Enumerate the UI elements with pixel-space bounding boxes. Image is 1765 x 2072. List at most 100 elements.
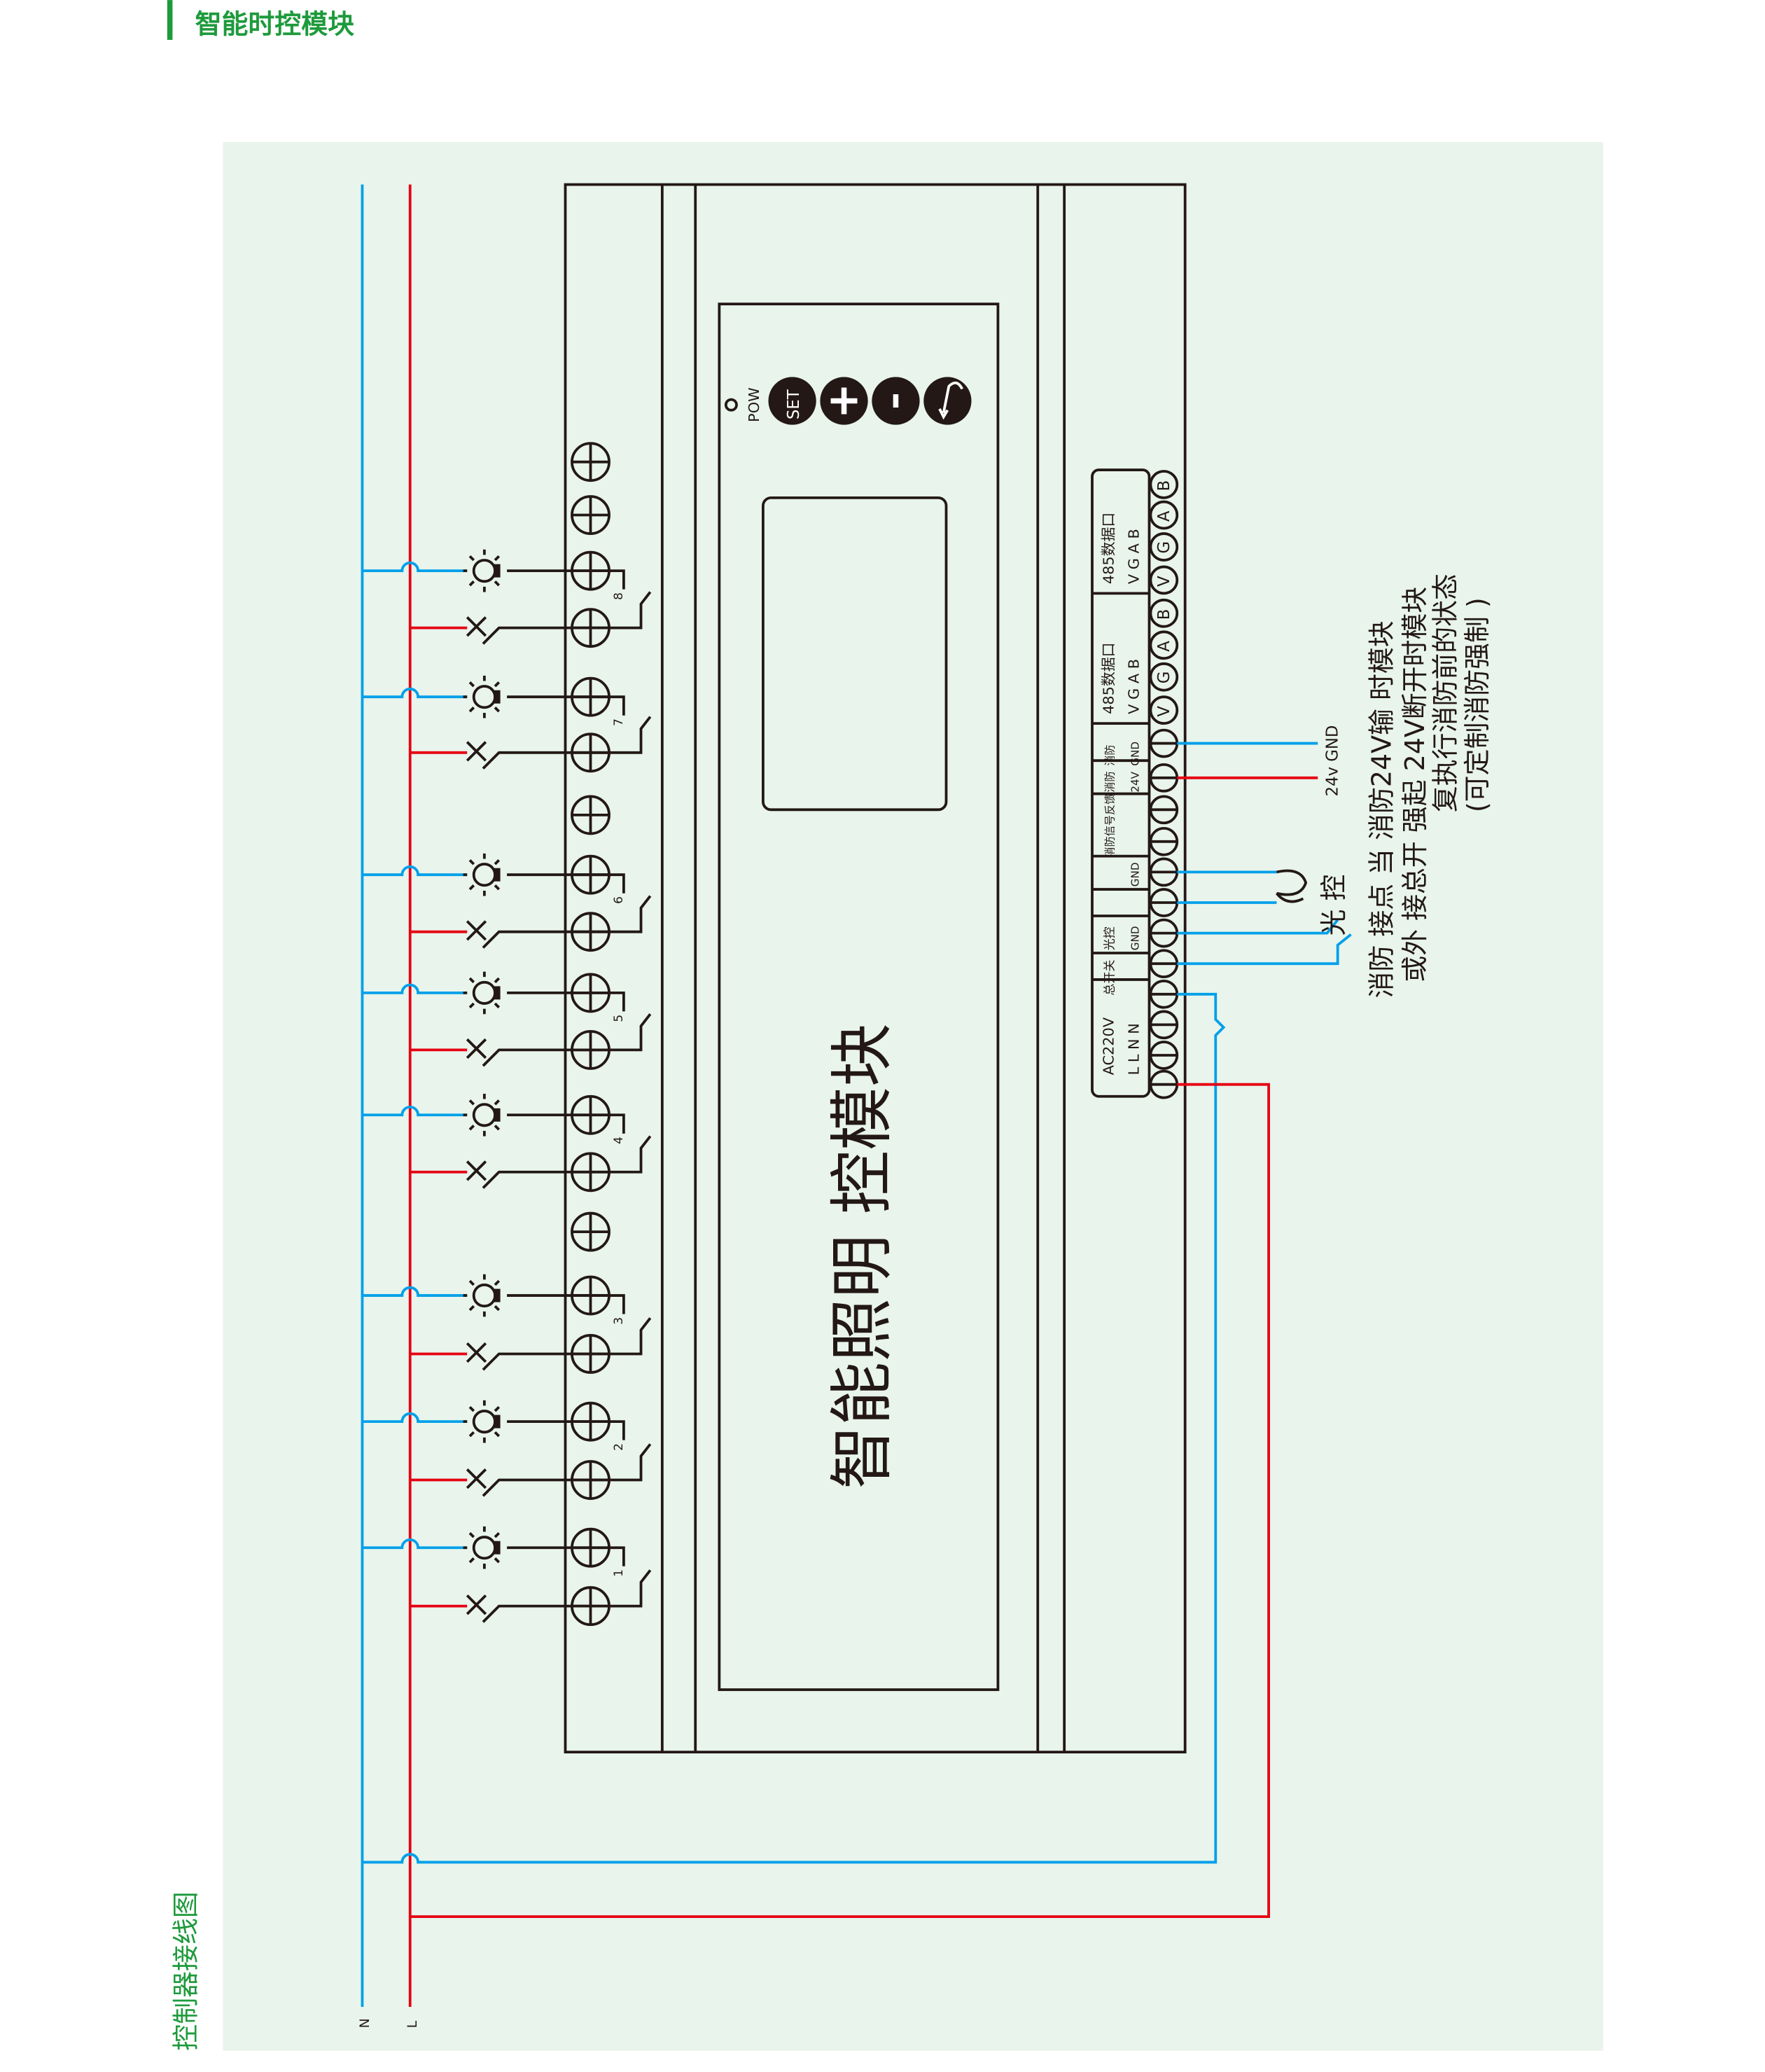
neutral-branch bbox=[362, 688, 468, 699]
terminal-letter: A bbox=[1155, 510, 1173, 522]
terminal-group-title: 消防 bbox=[1103, 771, 1116, 792]
terminal-group-title: 消防信号反馈 bbox=[1103, 794, 1116, 858]
neutral-branch bbox=[362, 1106, 468, 1117]
module-terminal[interactable]: G bbox=[1149, 662, 1179, 692]
breaker-icon bbox=[466, 1013, 652, 1067]
neutral-branch bbox=[362, 865, 468, 877]
power-indicator bbox=[724, 398, 738, 412]
spare-terminal[interactable] bbox=[571, 442, 611, 482]
terminal-group-title: 消防 bbox=[1103, 744, 1116, 765]
diagram-panel bbox=[223, 141, 1603, 2051]
light-control-label: 光 控 bbox=[1318, 875, 1349, 936]
lamp-icon bbox=[463, 675, 501, 718]
terminal-letter: V bbox=[1155, 706, 1173, 717]
breaker-icon bbox=[466, 591, 652, 645]
spare-terminal[interactable] bbox=[571, 495, 611, 535]
lamp-icon bbox=[463, 549, 501, 592]
controller-module: 智能照明 控模块 POW SET bbox=[564, 183, 1187, 1754]
set-button-label: SET bbox=[785, 389, 803, 419]
channel-number: 7 bbox=[612, 718, 626, 726]
load-wire bbox=[507, 1546, 625, 1566]
module-terminal[interactable] bbox=[1149, 1010, 1179, 1040]
breaker-icon bbox=[466, 716, 652, 770]
module-terminal[interactable] bbox=[1149, 826, 1179, 856]
pow-label: POW bbox=[746, 387, 762, 422]
lamp-icon bbox=[463, 1400, 501, 1443]
wiring-note: 或外 接总开 强起 24V断开时模块 bbox=[1400, 587, 1430, 982]
breaker-icon bbox=[466, 1443, 652, 1497]
breaker-icon bbox=[466, 1569, 652, 1623]
device-name: 智能照明 控模块 bbox=[825, 1023, 899, 1489]
terminal-group-title: 光控 bbox=[1103, 926, 1117, 950]
module-terminal[interactable]: A bbox=[1149, 500, 1179, 530]
module-terminal[interactable]: G bbox=[1149, 532, 1179, 562]
front-panel bbox=[718, 303, 1000, 1691]
terminal-letter: B bbox=[1155, 609, 1173, 620]
lamp-icon bbox=[463, 1274, 501, 1317]
plus-icon bbox=[830, 387, 858, 415]
page-title: 智能时控模块 bbox=[195, 8, 354, 39]
module-terminal[interactable]: V bbox=[1149, 565, 1179, 595]
terminal-group-title: 总开关 bbox=[1103, 960, 1117, 996]
terminal-group-title: 485数据口 bbox=[1100, 643, 1117, 714]
return-arrow-icon bbox=[938, 381, 963, 420]
load-wire bbox=[507, 992, 625, 1012]
neutral-branch bbox=[362, 983, 468, 994]
lamp-icon bbox=[463, 1093, 501, 1136]
breaker-icon bbox=[466, 1317, 652, 1371]
fire-24v-gnd-label: 24v GND bbox=[1324, 725, 1342, 797]
header-accent-bar bbox=[167, 0, 173, 40]
terminal-group-sub: V G A B bbox=[1125, 529, 1142, 584]
spare-terminal[interactable] bbox=[571, 1211, 611, 1252]
button-return-arrow-icon[interactable] bbox=[923, 377, 972, 425]
channel-number: 6 bbox=[612, 896, 626, 904]
load-wire bbox=[507, 1113, 625, 1134]
terminal-group-sub: GND bbox=[1129, 862, 1141, 886]
terminal-letter: V bbox=[1155, 576, 1173, 587]
channel-number: 8 bbox=[612, 592, 626, 600]
wiring-note: 复执行消防前的状态 bbox=[1430, 573, 1460, 812]
terminal-group-sub: GND bbox=[1129, 742, 1141, 766]
load-wire bbox=[507, 569, 625, 590]
load-wire bbox=[507, 1294, 625, 1314]
button-set[interactable]: SET bbox=[768, 377, 816, 425]
lamp-icon bbox=[463, 971, 501, 1015]
wiring-note: 消防 接点 当 消防24V输 时模块 bbox=[1366, 620, 1397, 998]
terminal-group-sub: GND bbox=[1129, 926, 1141, 950]
terminal-label-box bbox=[1091, 468, 1151, 1098]
module-terminal[interactable] bbox=[1149, 795, 1179, 825]
terminal-group-sub: L L N N bbox=[1125, 1023, 1142, 1075]
wiring-note: (可定制消防强制 ) bbox=[1462, 597, 1493, 812]
load-wire bbox=[507, 695, 625, 716]
terminal-letter: G bbox=[1155, 541, 1173, 554]
neutral-branch bbox=[362, 1538, 468, 1550]
channel-number: 1 bbox=[612, 1569, 626, 1577]
lamp-icon bbox=[463, 853, 501, 896]
module-terminal[interactable]: B bbox=[1149, 470, 1179, 499]
terminal-group-title: AC220V bbox=[1100, 1017, 1117, 1075]
button-minus-icon[interactable] bbox=[872, 377, 920, 425]
terminal-group-sub: 24V bbox=[1129, 771, 1141, 792]
external-wiring bbox=[362, 742, 1352, 1919]
load-wire bbox=[507, 1420, 625, 1440]
module-terminal[interactable]: B bbox=[1149, 598, 1179, 628]
live-label: L bbox=[405, 2020, 420, 2028]
module-terminal[interactable]: V bbox=[1149, 695, 1179, 725]
terminal-group-sub: V G A B bbox=[1125, 659, 1142, 714]
channel-number: 5 bbox=[612, 1015, 626, 1022]
neutral-branch bbox=[362, 1286, 468, 1297]
neutral-branch bbox=[362, 561, 468, 573]
channel-number: 2 bbox=[612, 1443, 626, 1451]
module-terminal[interactable] bbox=[1149, 1041, 1179, 1070]
channel-number: 4 bbox=[612, 1136, 626, 1144]
neutral-branch bbox=[362, 1412, 468, 1424]
spare-terminal[interactable] bbox=[571, 795, 611, 835]
lamp-icon bbox=[463, 1526, 501, 1569]
diagram-caption: 控制器接线图 bbox=[171, 1891, 202, 2050]
button-plus-icon[interactable] bbox=[820, 377, 868, 425]
module-terminal[interactable]: A bbox=[1149, 630, 1179, 660]
light-sensor-icon bbox=[1275, 869, 1308, 903]
neutral-label: N bbox=[357, 2018, 372, 2028]
terminal-letter: G bbox=[1155, 672, 1173, 684]
